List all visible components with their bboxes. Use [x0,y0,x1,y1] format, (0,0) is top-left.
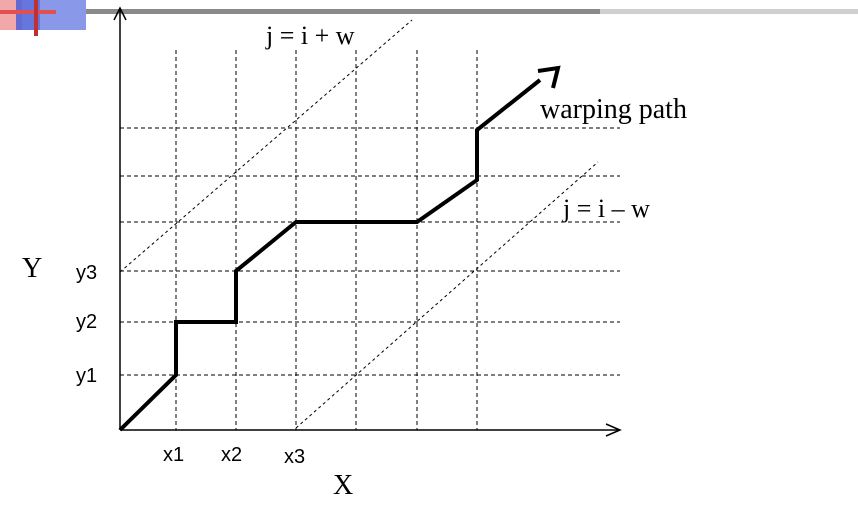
y-tick-y3: y3 [76,262,97,284]
band-upper-line [119,19,413,273]
x-tick-x1: x1 [163,444,184,466]
y-tick-y1: y1 [76,365,97,387]
slide-top-rule-fade [600,9,858,14]
x-axis-label: X [333,470,353,501]
horizontal-grid [120,127,620,376]
vertical-grid [175,50,478,430]
slide-top-rule [86,9,858,14]
warping-path-line [118,78,542,432]
band-lower-label: j = i – w [562,194,650,223]
y-tick-y2: y2 [76,311,97,333]
x-tick-x2: x2 [221,444,242,466]
y-axis [113,6,127,430]
band-lower-line [295,161,599,429]
x-tick-x3: x3 [284,446,305,468]
y-axis-label: Y [22,253,42,284]
slide-logo [0,0,86,36]
warping-path-arrowhead [537,65,561,89]
band-upper-label: j = i + w [265,21,355,50]
x-axis [120,423,622,437]
warping-path-label: warping path [540,94,687,125]
